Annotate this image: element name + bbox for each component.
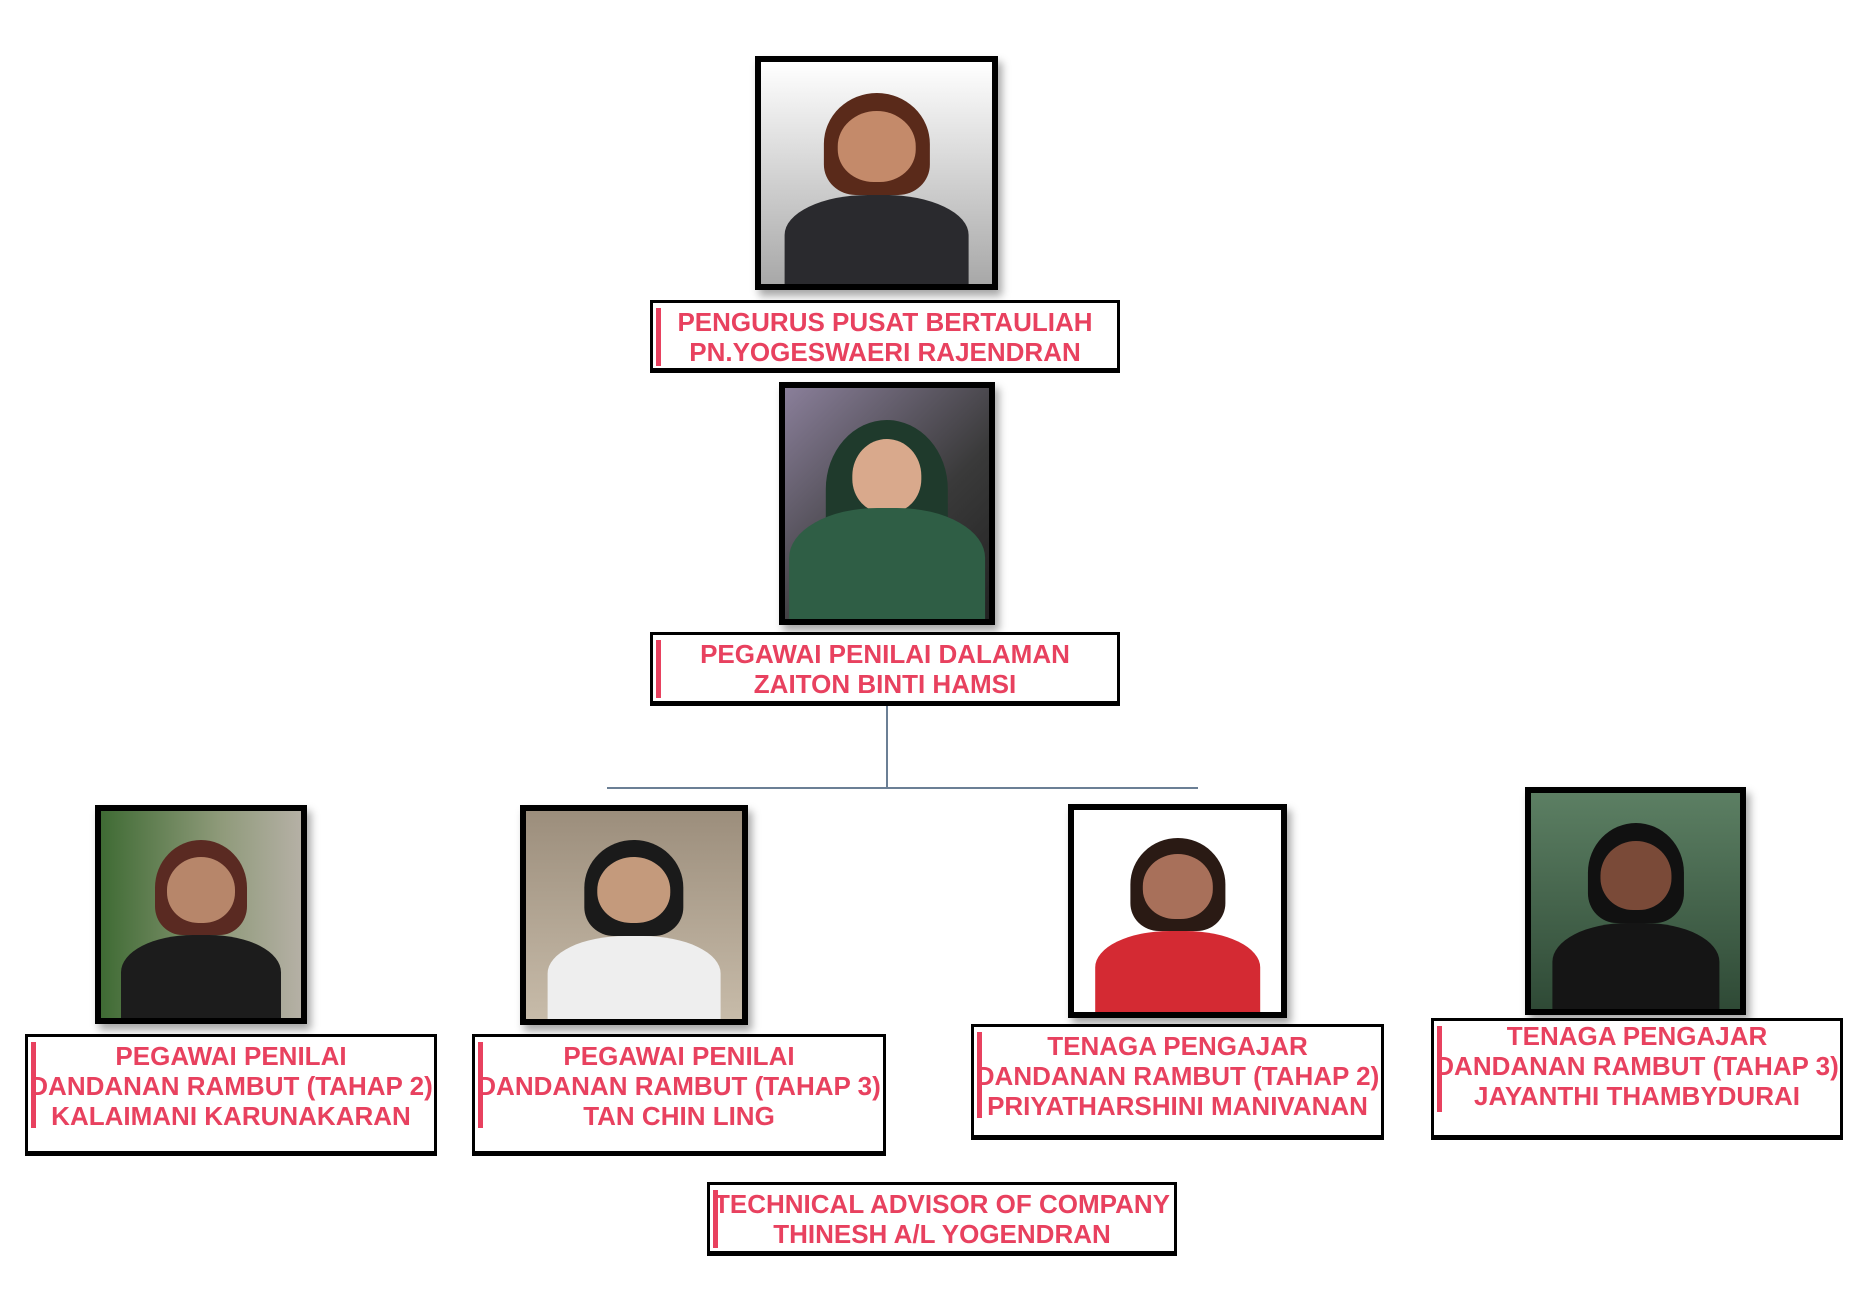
node-role: TECHNICAL ADVISOR OF COMPANY [714, 1189, 1170, 1219]
node-role: TENAGA PENGAJAR [1506, 1021, 1768, 1051]
photo-pengurus [755, 56, 998, 290]
node-role-detail: DANDANAN RAMBUT (TAHAP 3) [1435, 1051, 1839, 1081]
node-technical-advisor: TECHNICAL ADVISOR OF COMPANY THINESH A/L… [707, 1182, 1177, 1256]
node-role: PEGAWAI PENILAI DALAMAN [700, 639, 1070, 669]
node-role: TENAGA PENGAJAR [1047, 1031, 1308, 1061]
node-name: TAN CHIN LING [583, 1101, 775, 1131]
node-name: THINESH A/L YOGENDRAN [773, 1219, 1111, 1249]
photo-tan-chin-ling [520, 805, 748, 1025]
node-role: PENGURUS PUSAT BERTAULIAH [677, 307, 1093, 337]
photo-pegawai-dalaman [779, 382, 995, 625]
photo-priyatharshini [1068, 804, 1287, 1018]
node-tan-chin-ling: PEGAWAI PENILAI DANDANAN RAMBUT (TAHAP 3… [472, 1034, 886, 1156]
node-priyatharshini: TENAGA PENGAJAR DANDANAN RAMBUT (TAHAP 2… [971, 1024, 1384, 1140]
node-name: ZAITON BINTI HAMSI [753, 669, 1017, 699]
node-name: JAYANTHI THAMBYDURAI [1473, 1081, 1800, 1111]
node-jayanthi: TENAGA PENGAJAR DANDANAN RAMBUT (TAHAP 3… [1431, 1018, 1843, 1140]
node-name: PN.YOGESWAERI RAJENDRAN [689, 337, 1081, 367]
connector-vertical [886, 706, 888, 787]
node-role-detail: DANDANAN RAMBUT (TAHAP 3) [477, 1071, 881, 1101]
node-kalaimani: PEGAWAI PENILAI DANDANAN RAMBUT (TAHAP 2… [25, 1034, 437, 1156]
node-role-detail: DANDANAN RAMBUT (TAHAP 2) [975, 1061, 1380, 1091]
connector-horizontal [607, 787, 1198, 789]
node-pegawai-dalaman: PEGAWAI PENILAI DALAMAN ZAITON BINTI HAM… [650, 632, 1120, 706]
node-pengurus: PENGURUS PUSAT BERTAULIAH PN.YOGESWAERI … [650, 300, 1120, 373]
node-role-detail: DANDANAN RAMBUT (TAHAP 2) [29, 1071, 433, 1101]
node-role: PEGAWAI PENILAI [115, 1041, 347, 1071]
node-name: PRIYATHARSHINI MANIVANAN [987, 1091, 1368, 1121]
photo-jayanthi [1525, 787, 1746, 1015]
photo-kalaimani [95, 805, 307, 1024]
node-name: KALAIMANI KARUNAKARAN [51, 1101, 411, 1131]
node-role: PEGAWAI PENILAI [563, 1041, 795, 1071]
